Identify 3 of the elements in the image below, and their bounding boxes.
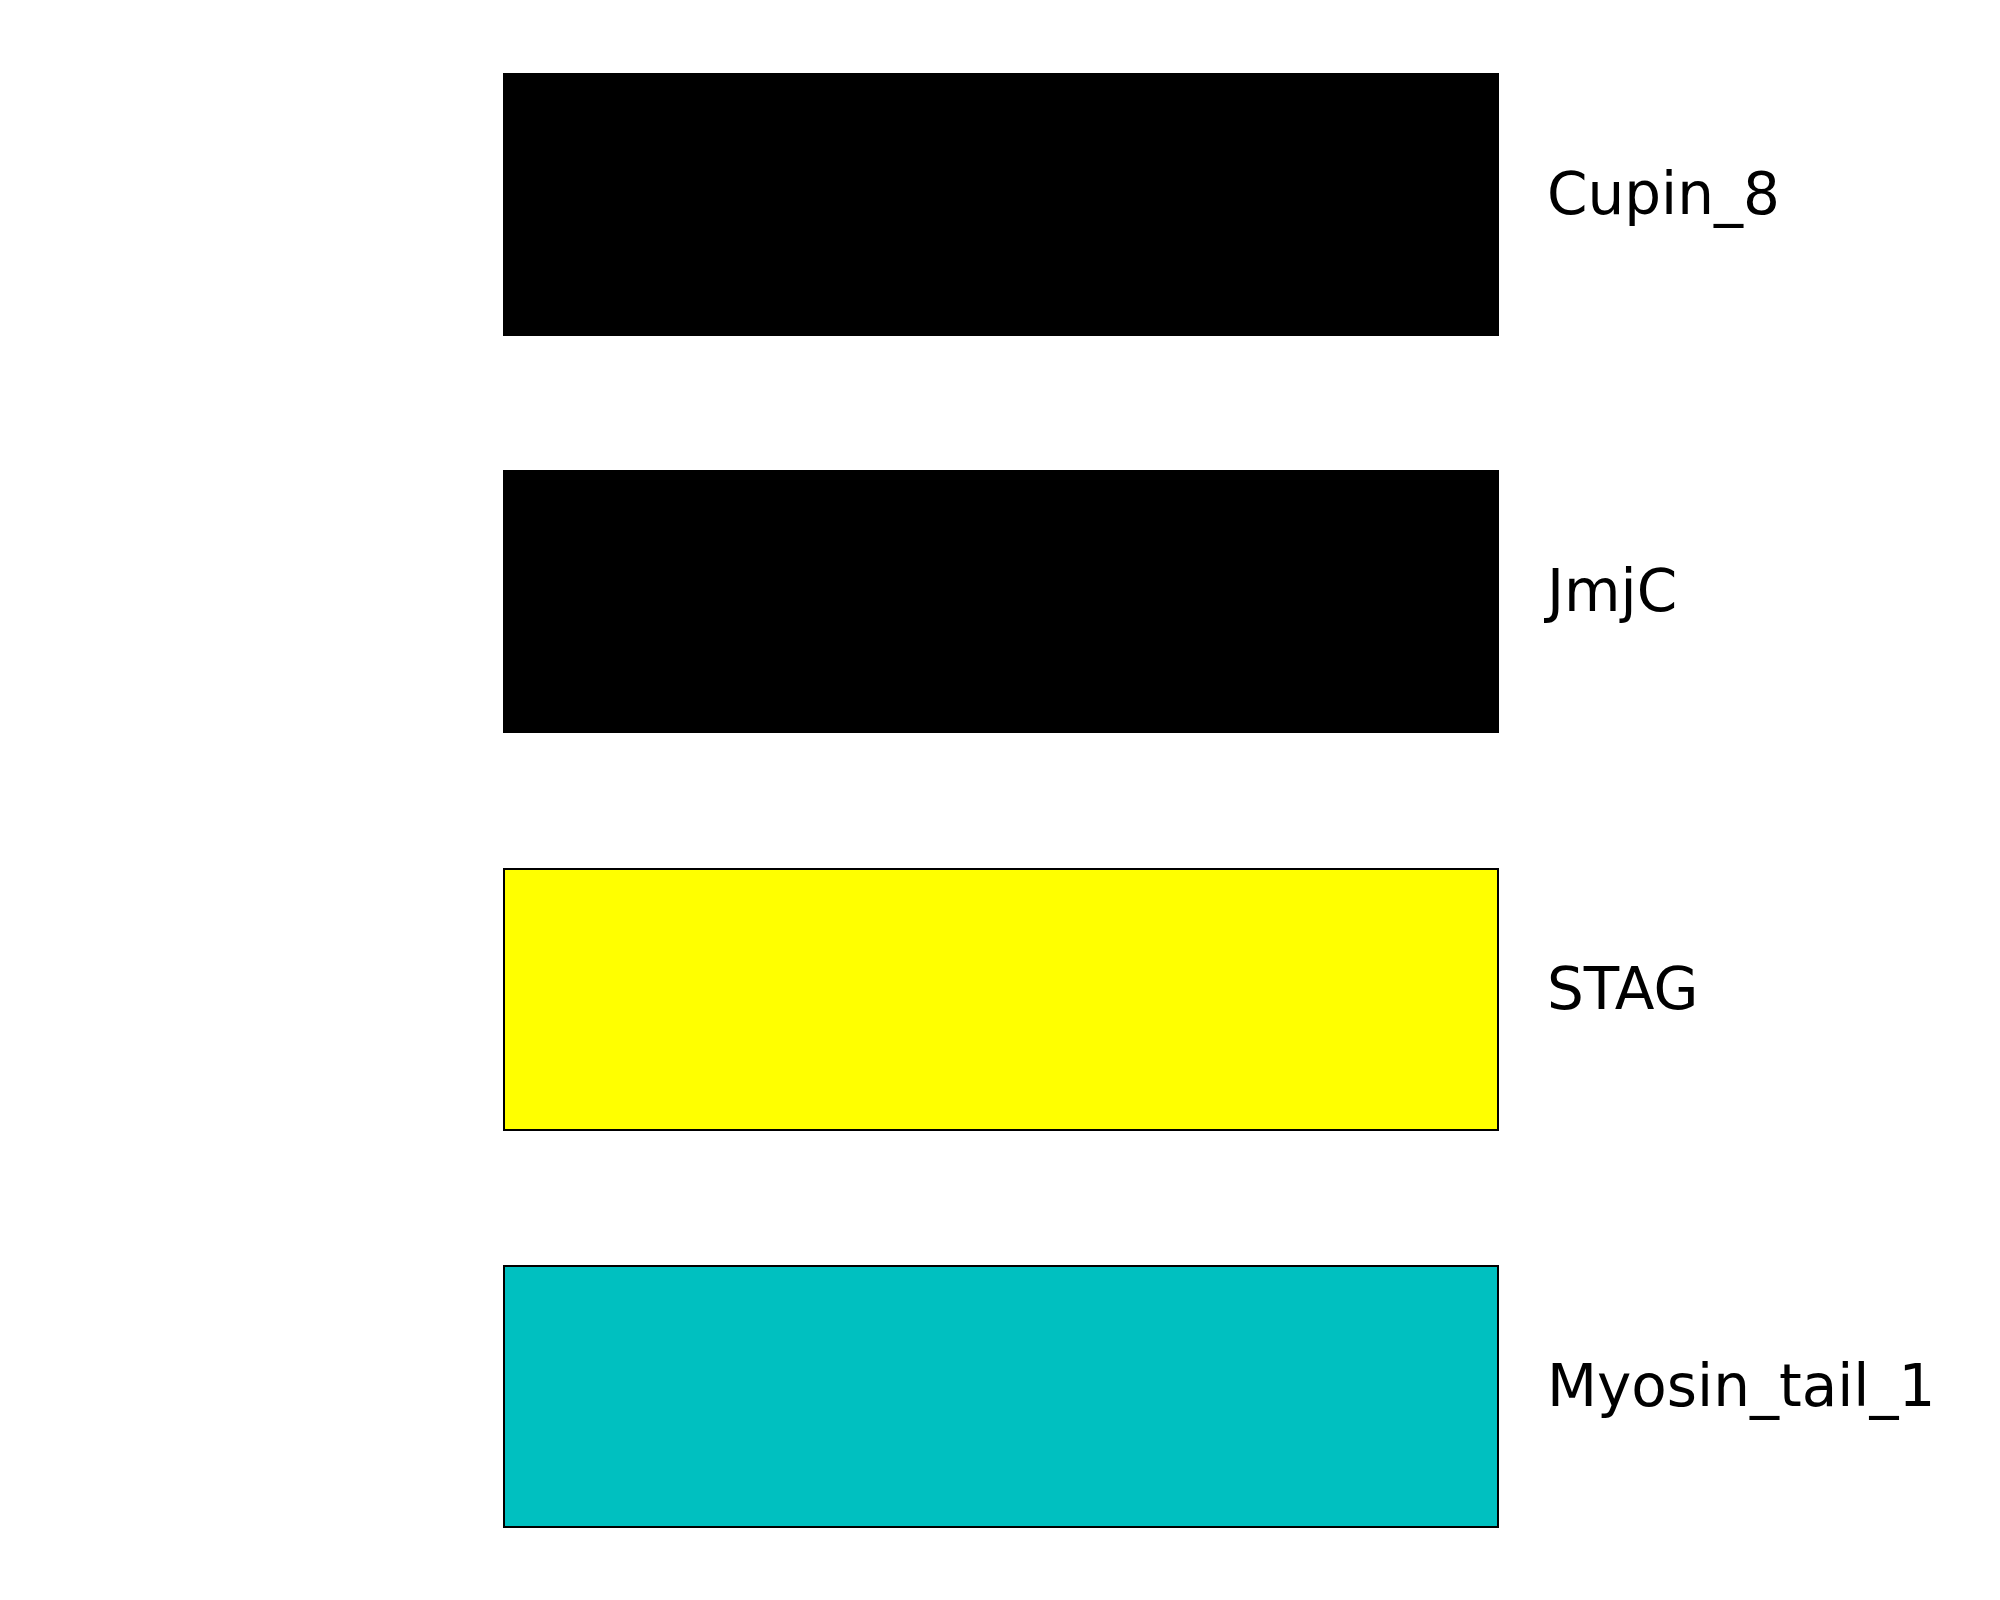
legend-label: Cupin_8 xyxy=(1547,159,1780,229)
legend-label: Myosin_tail_1 xyxy=(1547,1351,1936,1421)
legend-label: STAG xyxy=(1547,954,1699,1024)
